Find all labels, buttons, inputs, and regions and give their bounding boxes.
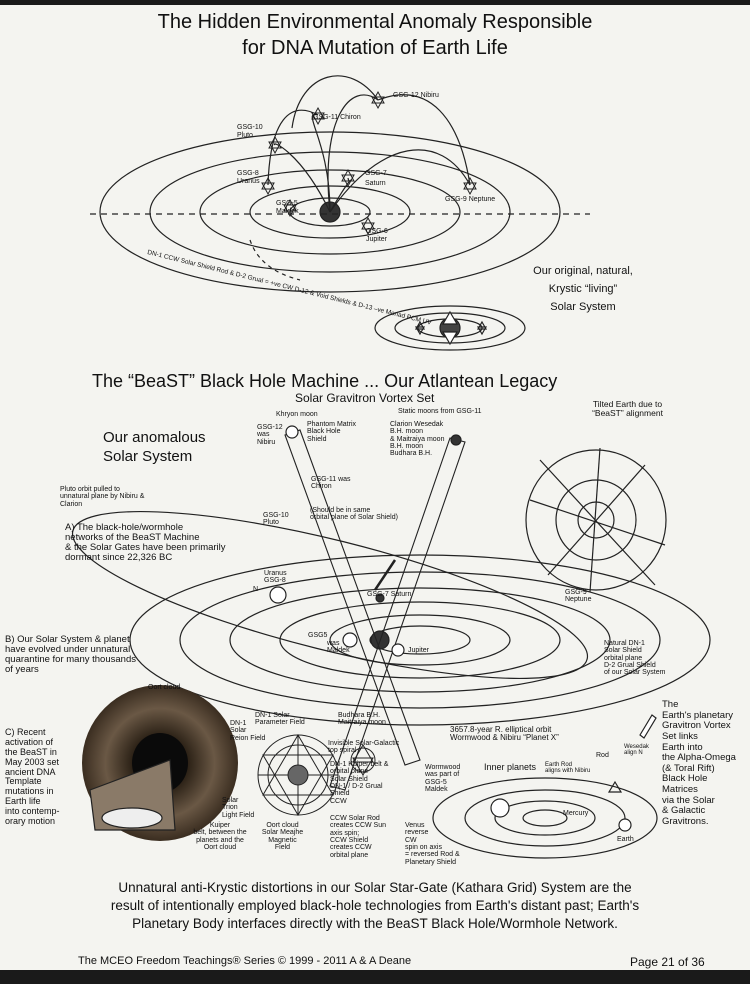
beast-solar-system [71, 425, 711, 791]
kathara-grid [257, 734, 339, 816]
bottom-border [0, 970, 750, 984]
label-original-line2: Krystic “living” [548, 283, 618, 295]
label-section-c: C) Recent activation of the BeaST in May… [5, 727, 60, 827]
label-invisible-spiral: Invisible Solar-Galactic top spiral [328, 740, 400, 755]
label-mercury: Mercury [563, 810, 589, 817]
label-gsg9: GSG-9 Neptune [445, 196, 496, 203]
label-north: N [253, 586, 259, 593]
label-tilted-earth: Tilted Earth due to “BeaST” alignment [592, 399, 663, 418]
page-title-line2: for DNA Mutation of Earth Life [242, 37, 508, 59]
label-uranus: Uranus [237, 178, 260, 185]
label-gsg11-chiron: GSG-11 was Chiron [311, 476, 351, 491]
label-venus: Venus reverse CW spin on axis = reversed… [405, 822, 460, 866]
label-gsg5: GSG-5 [276, 200, 298, 207]
label-gsg10: GSG-10 [237, 124, 263, 131]
small-natural-system [374, 305, 526, 351]
label-gsg12: GSG-12 Nibiru [393, 92, 439, 99]
label-oort-meajhe: Oort cloud Solar Meajhe Magnetic Field [261, 822, 304, 852]
top-border [0, 0, 750, 5]
label-pluto-orbit: Pluto orbit pulled to unnatural plane by… [60, 486, 145, 508]
label-wormwood: Wormwood was part of GSG-5 Maldek [425, 764, 461, 794]
label-static-moons: Static moons from GSG-11 [398, 408, 482, 415]
footer-summary-line1: Unnatural anti-Krystic distortions in ou… [118, 880, 632, 895]
label-budhara: Budhara B.H. Maitraiya moon [338, 712, 386, 727]
small-kathara [350, 744, 376, 776]
label-saturn: Saturn [365, 180, 386, 187]
label-right-gravitron: The Earth's planetary Gravitron Vortex S… [662, 699, 736, 827]
label-wesedak: Wesedak align N [624, 744, 649, 757]
label-earth: Earth [617, 836, 634, 843]
footer-summary-line3: Planetary Body interfaces directly with … [132, 916, 618, 931]
label-anomalous-line2: Solar System [103, 448, 193, 465]
label-vortex-set: Solar Gravitron Vortex Set [295, 391, 435, 405]
label-section-a: A) The black-hole/wormhole networks of t… [65, 522, 226, 563]
label-clarion: Clarion Wesedak B.H. moon & Maitraiya mo… [390, 421, 445, 458]
label-earth-rod: Earth Rod aligns with Nibiru [545, 762, 591, 775]
label-section-b: B) Our Solar System & planet have evolve… [5, 634, 136, 675]
gravitron-pen-icon [639, 714, 657, 739]
label-gsg8: GSG-8 [237, 170, 259, 177]
label-gsg5-mid: GSG5 [308, 632, 328, 639]
label-original-line3: Solar System [550, 301, 616, 313]
label-jupiter: Jupiter [366, 236, 388, 243]
label-ccw-rod: CCW Solar Rod creates CCW Sun axis spin;… [330, 815, 387, 859]
label-elliptical-orbit: 3657.8-year R. elliptical orbit Wormwood… [450, 725, 559, 743]
label-same-plane: (Should be in same orbital plane of Sola… [310, 507, 398, 522]
label-gsg10-pluto: GSG-10 Pluto [263, 512, 289, 527]
label-maldek: Maldek [276, 208, 299, 215]
label-gsg9-neptune: GSG-9 Neptune [565, 589, 592, 604]
inner-planets-diagram [432, 777, 658, 859]
label-kuiper-belt-shield: DN-1 Kuiper belt & orbital plane Solar S… [330, 761, 389, 805]
label-inner-planets: Inner planets [484, 762, 537, 772]
label-original-line1: Our original, natural, [533, 265, 633, 277]
label-anomalous-line1: Our anomalous [103, 429, 206, 446]
label-solar-trion: Solar Trion Light Field [222, 797, 255, 819]
label-natural-dn1: Natural DN-1 Solar Shield orbital plane … [604, 640, 666, 677]
label-rod: Rod [596, 752, 609, 759]
label-gsg7-saturn: GSG-7 Saturn [367, 591, 412, 598]
label-phantom: Phantom Matrix Black Hole Shield [307, 421, 357, 443]
tilted-earth-globe [525, 447, 667, 593]
label-khryon: Khryon moon [276, 411, 318, 418]
label-pluto: Pluto [237, 132, 253, 139]
label-gsg12-nibiru: GSG-12 was Nibiru [257, 424, 283, 446]
label-was-maldek: was Maldek [327, 640, 350, 655]
footer-summary-line2: result of intentionally employed black-h… [110, 898, 640, 913]
label-uranus-gsg8: Uranus GSG-8 [264, 570, 287, 585]
top-stars [261, 90, 477, 236]
page-title-line1: The Hidden Environmental Anomaly Respons… [157, 11, 593, 33]
label-dn1-reion: DN-1 Solar Reion Field [230, 720, 266, 742]
label-gsg6: GSG-6 [366, 228, 388, 235]
label-oort-cloud: Oort cloud [148, 684, 181, 691]
label-jupiter-mid: Jupiter [408, 647, 430, 654]
footer-series: The MCEO Freedom Teachings® Series © 199… [78, 955, 412, 967]
label-kuiper: Kuiper belt, between the planets and the… [193, 822, 247, 852]
dark-torus [82, 685, 238, 841]
label-dn1-parameter: DN-1 Solar Parameter Field [255, 712, 305, 727]
footer-page-number: Page 21 of 36 [630, 955, 705, 969]
section-title-beast: The “BeaST” Black Hole Machine ... Our A… [92, 371, 558, 391]
label-gsg11: GSG-11 Chiron [313, 114, 361, 121]
label-gsg7: GSG-7 [365, 170, 387, 177]
